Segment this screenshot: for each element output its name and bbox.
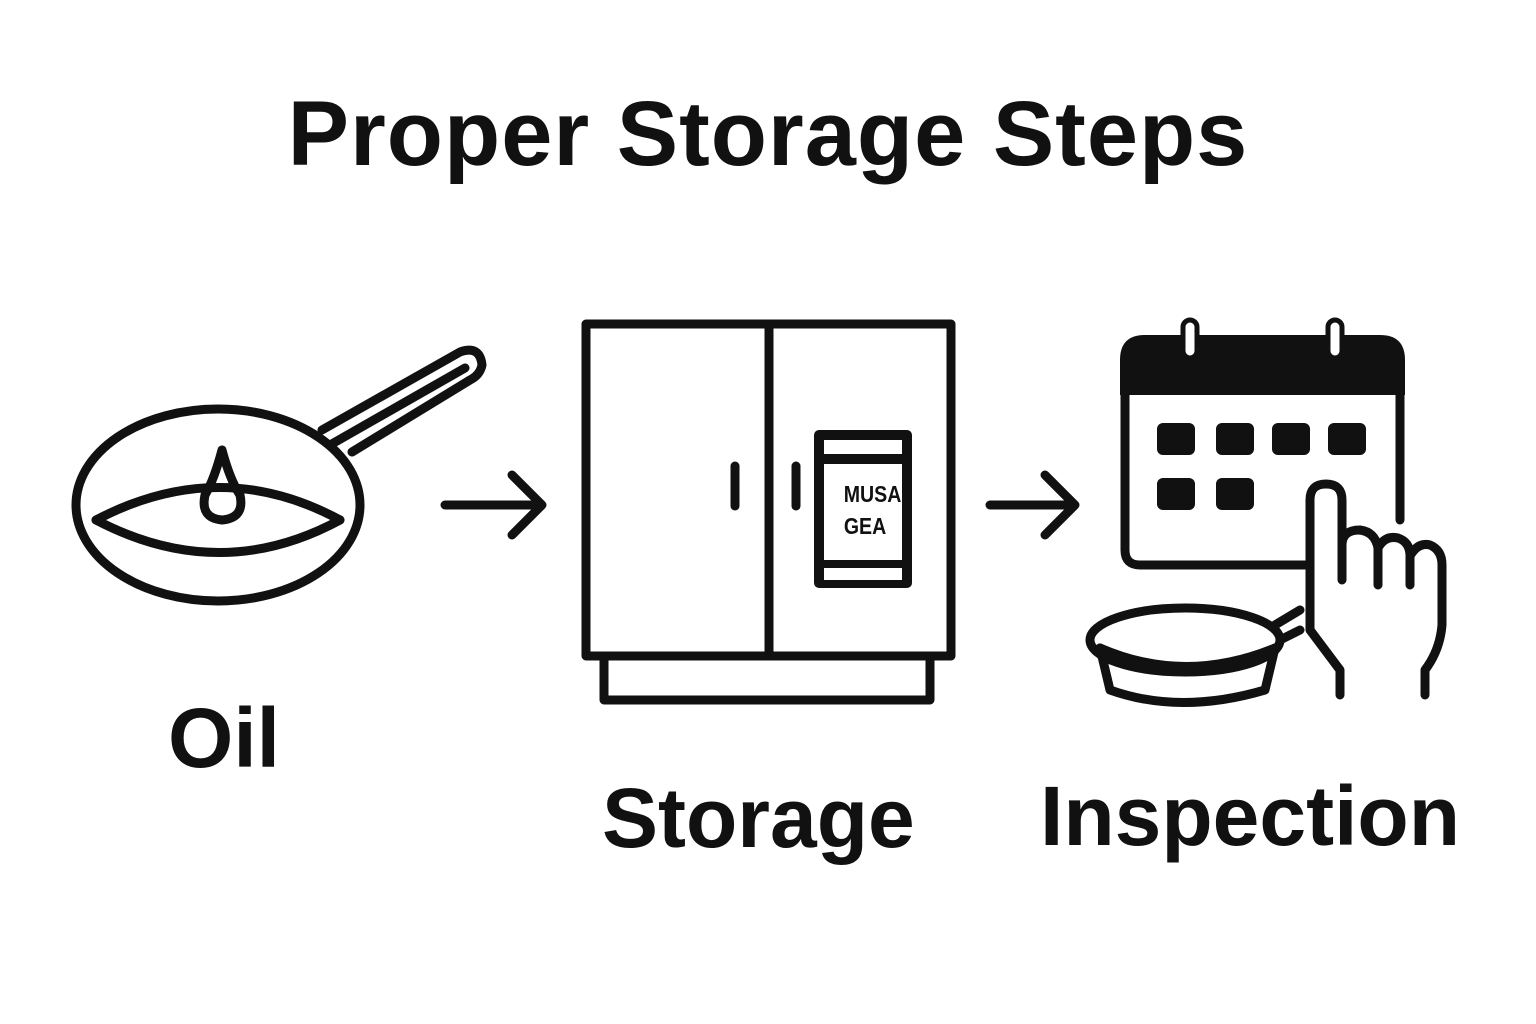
cabinet-icon [581,319,956,705]
package-label-line1: MUSA [843,481,902,507]
pointing-hand-icon [1305,479,1447,700]
package-label-line2: GEA [843,513,887,539]
arrow-icon [440,470,547,540]
arrow-icon [985,470,1080,540]
small-pan-icon [1085,603,1305,707]
step-label-inspection: Inspection [1040,769,1461,863]
calendar-icon [1120,317,1405,570]
step-label-oil: Oil [168,691,281,785]
step-label-storage: Storage [602,771,915,865]
diagram-title: Proper Storage Steps [287,83,1249,185]
frying-pan-oil-icon [71,345,487,606]
package-label: MUSA GEA [843,478,902,542]
